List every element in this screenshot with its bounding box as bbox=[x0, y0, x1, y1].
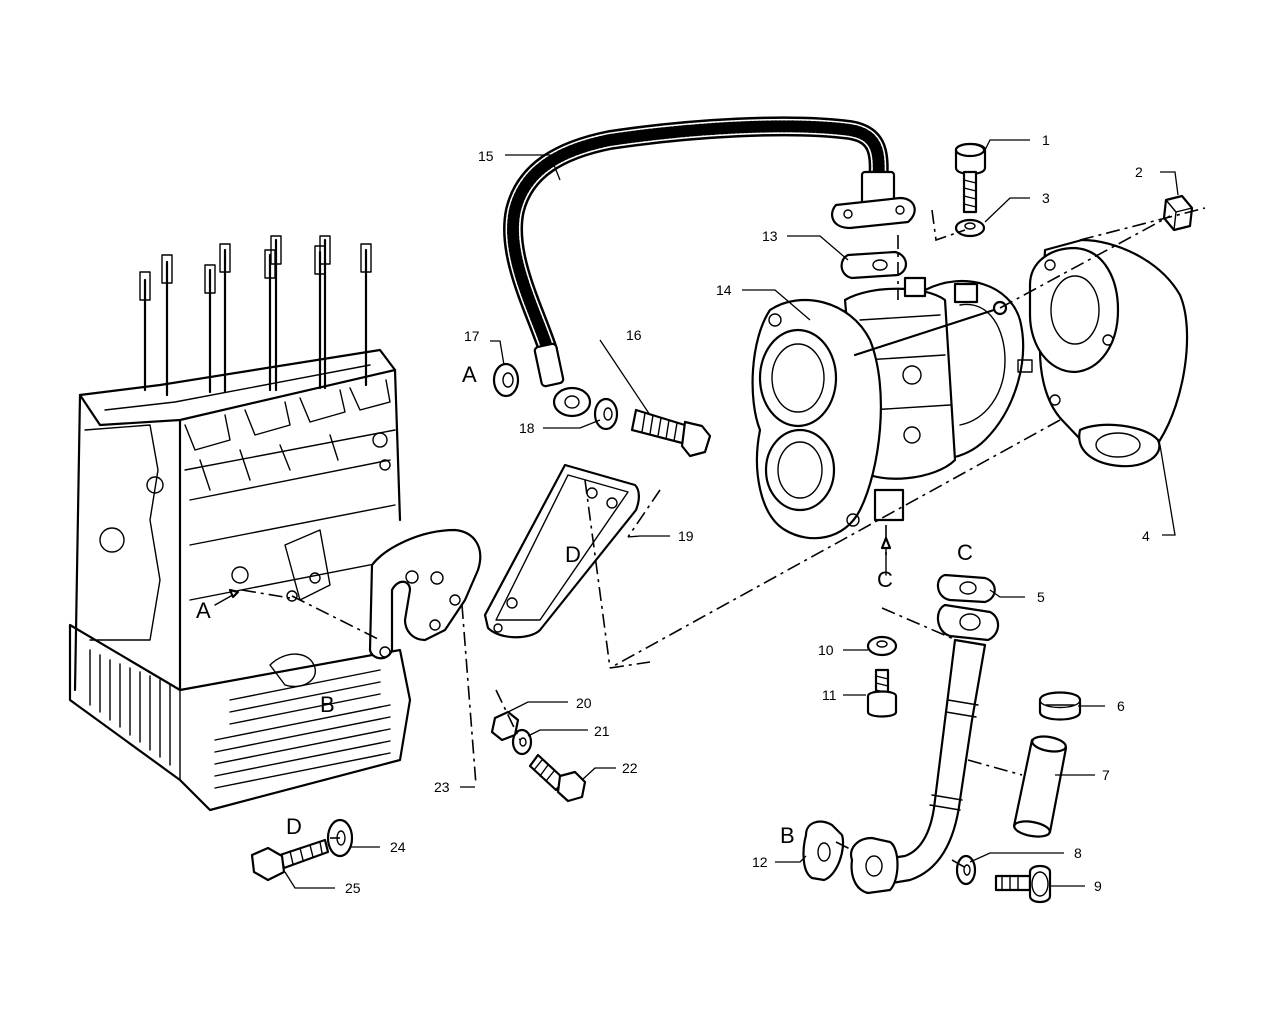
washer-3 bbox=[954, 218, 986, 238]
leader-lines bbox=[284, 139, 1179, 889]
ref-letter-d-bolt: D bbox=[286, 814, 302, 839]
callout-22: 22 bbox=[622, 760, 638, 776]
washer-21 bbox=[511, 728, 533, 756]
callout-18: 18 bbox=[519, 420, 535, 436]
ref-letter-b-block: B bbox=[320, 692, 335, 717]
callout-1: 1 bbox=[1042, 132, 1050, 148]
assembly-center-lines bbox=[241, 207, 1206, 869]
callout-24: 24 bbox=[390, 839, 406, 855]
oil-drain-pipe bbox=[850, 603, 1000, 895]
washer-10 bbox=[866, 635, 898, 657]
gasket-12 bbox=[802, 820, 845, 882]
bolt-22 bbox=[528, 753, 587, 803]
bolt-11 bbox=[866, 668, 898, 718]
bolt-1 bbox=[954, 142, 987, 214]
callout-11: 11 bbox=[822, 687, 837, 703]
bolt-25 bbox=[250, 838, 330, 882]
callout-14: 14 bbox=[716, 282, 732, 298]
banjo-bolt-16 bbox=[630, 408, 712, 458]
callout-19: 19 bbox=[678, 528, 694, 544]
ref-letter-a-hose: A bbox=[462, 362, 477, 387]
bolt-9 bbox=[994, 864, 1052, 904]
mounting-plate-19 bbox=[483, 463, 640, 639]
callout-3: 3 bbox=[1042, 190, 1050, 206]
gasket-5 bbox=[936, 573, 996, 604]
callout-25: 25 bbox=[345, 880, 361, 896]
head-studs bbox=[139, 235, 372, 397]
callout-7: 7 bbox=[1102, 767, 1110, 783]
washer-17 bbox=[492, 362, 520, 398]
washer-18 bbox=[593, 397, 619, 431]
ref-letter-d-plate: D bbox=[565, 542, 581, 567]
ref-letter-a-block: A bbox=[196, 598, 211, 623]
rubber-hose-7 bbox=[1012, 735, 1068, 838]
callout-13: 13 bbox=[762, 228, 778, 244]
callout-15: 15 bbox=[478, 148, 494, 164]
callout-8: 8 bbox=[1074, 845, 1082, 861]
reference-arrows bbox=[214, 536, 892, 606]
callout-23: 23 bbox=[434, 779, 450, 795]
ref-letter-c-turbo: C bbox=[877, 567, 893, 592]
callout-12: 12 bbox=[752, 854, 768, 870]
turbocharger-14 bbox=[751, 276, 1033, 540]
callout-16: 16 bbox=[626, 327, 642, 343]
ref-letter-b-gasket: B bbox=[780, 823, 795, 848]
callout-20: 20 bbox=[576, 695, 592, 711]
callout-9: 9 bbox=[1094, 878, 1102, 894]
support-bracket-23 bbox=[368, 528, 482, 660]
callout-6: 6 bbox=[1117, 698, 1125, 714]
hose-clamp-6 bbox=[1038, 691, 1082, 721]
gasket-13 bbox=[840, 250, 907, 280]
callout-numbers: 1 2 3 4 5 6 7 8 9 10 11 12 13 14 15 16 1… bbox=[345, 132, 1150, 896]
callout-10: 10 bbox=[818, 642, 834, 658]
callout-5: 5 bbox=[1037, 589, 1045, 605]
callout-21: 21 bbox=[594, 723, 610, 739]
exhaust-elbow-4 bbox=[1028, 238, 1189, 468]
engine-block bbox=[68, 235, 412, 812]
ref-letter-c-gasket: C bbox=[957, 540, 973, 565]
callout-2: 2 bbox=[1135, 164, 1143, 180]
oil-feed-hose-15 bbox=[503, 116, 916, 418]
callout-17: 17 bbox=[464, 328, 480, 344]
callout-4: 4 bbox=[1142, 528, 1150, 544]
washer-8 bbox=[955, 854, 977, 886]
reference-letters: A A B B C C D D bbox=[196, 362, 973, 848]
